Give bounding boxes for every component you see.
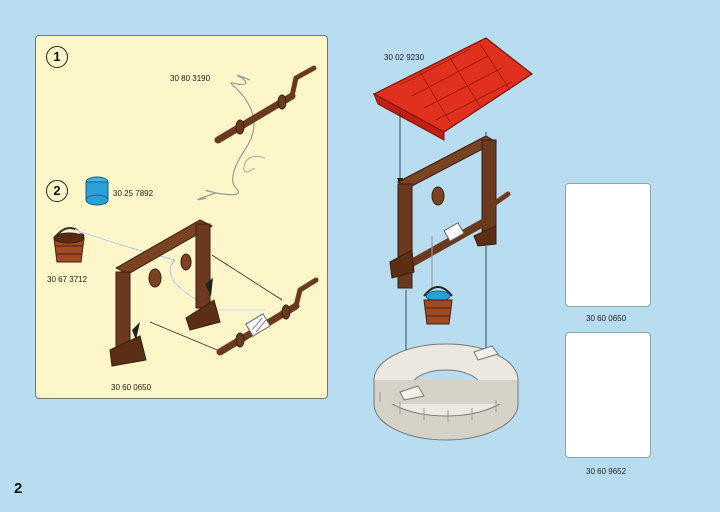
bucket-illustration bbox=[53, 227, 85, 263]
frame-part-number: 30 60 0650 bbox=[111, 383, 152, 392]
parts-card-2 bbox=[565, 332, 651, 458]
parts-card-1 bbox=[565, 183, 651, 307]
instruction-panel: 1 2 bbox=[35, 35, 328, 399]
page-number: 2 bbox=[14, 480, 23, 497]
step1-part-number: 30 80 3190 bbox=[170, 74, 211, 83]
step-1-badge: 1 bbox=[46, 46, 68, 68]
roof-part-number: 30 02 9230 bbox=[384, 53, 425, 62]
step-2-badge: 2 bbox=[46, 180, 68, 202]
axle-illustration bbox=[216, 277, 319, 356]
bucket-lid-illustration bbox=[85, 176, 109, 206]
bucket-part-number: 30 67 3712 bbox=[47, 275, 88, 284]
well-frame-illustration bbox=[109, 219, 221, 367]
stone-well-base-illustration bbox=[373, 343, 519, 441]
card2-part-number: 30 60 9652 bbox=[586, 467, 627, 476]
bucket-lid-part-number: 30 25 7892 bbox=[113, 189, 154, 198]
assembled-frame-illustration bbox=[389, 135, 511, 289]
crank-axle-illustration bbox=[197, 65, 317, 201]
roof-illustration bbox=[372, 37, 534, 141]
card1-part-number: 30 60 0650 bbox=[586, 314, 627, 323]
assembled-bucket-illustration bbox=[423, 286, 453, 325]
